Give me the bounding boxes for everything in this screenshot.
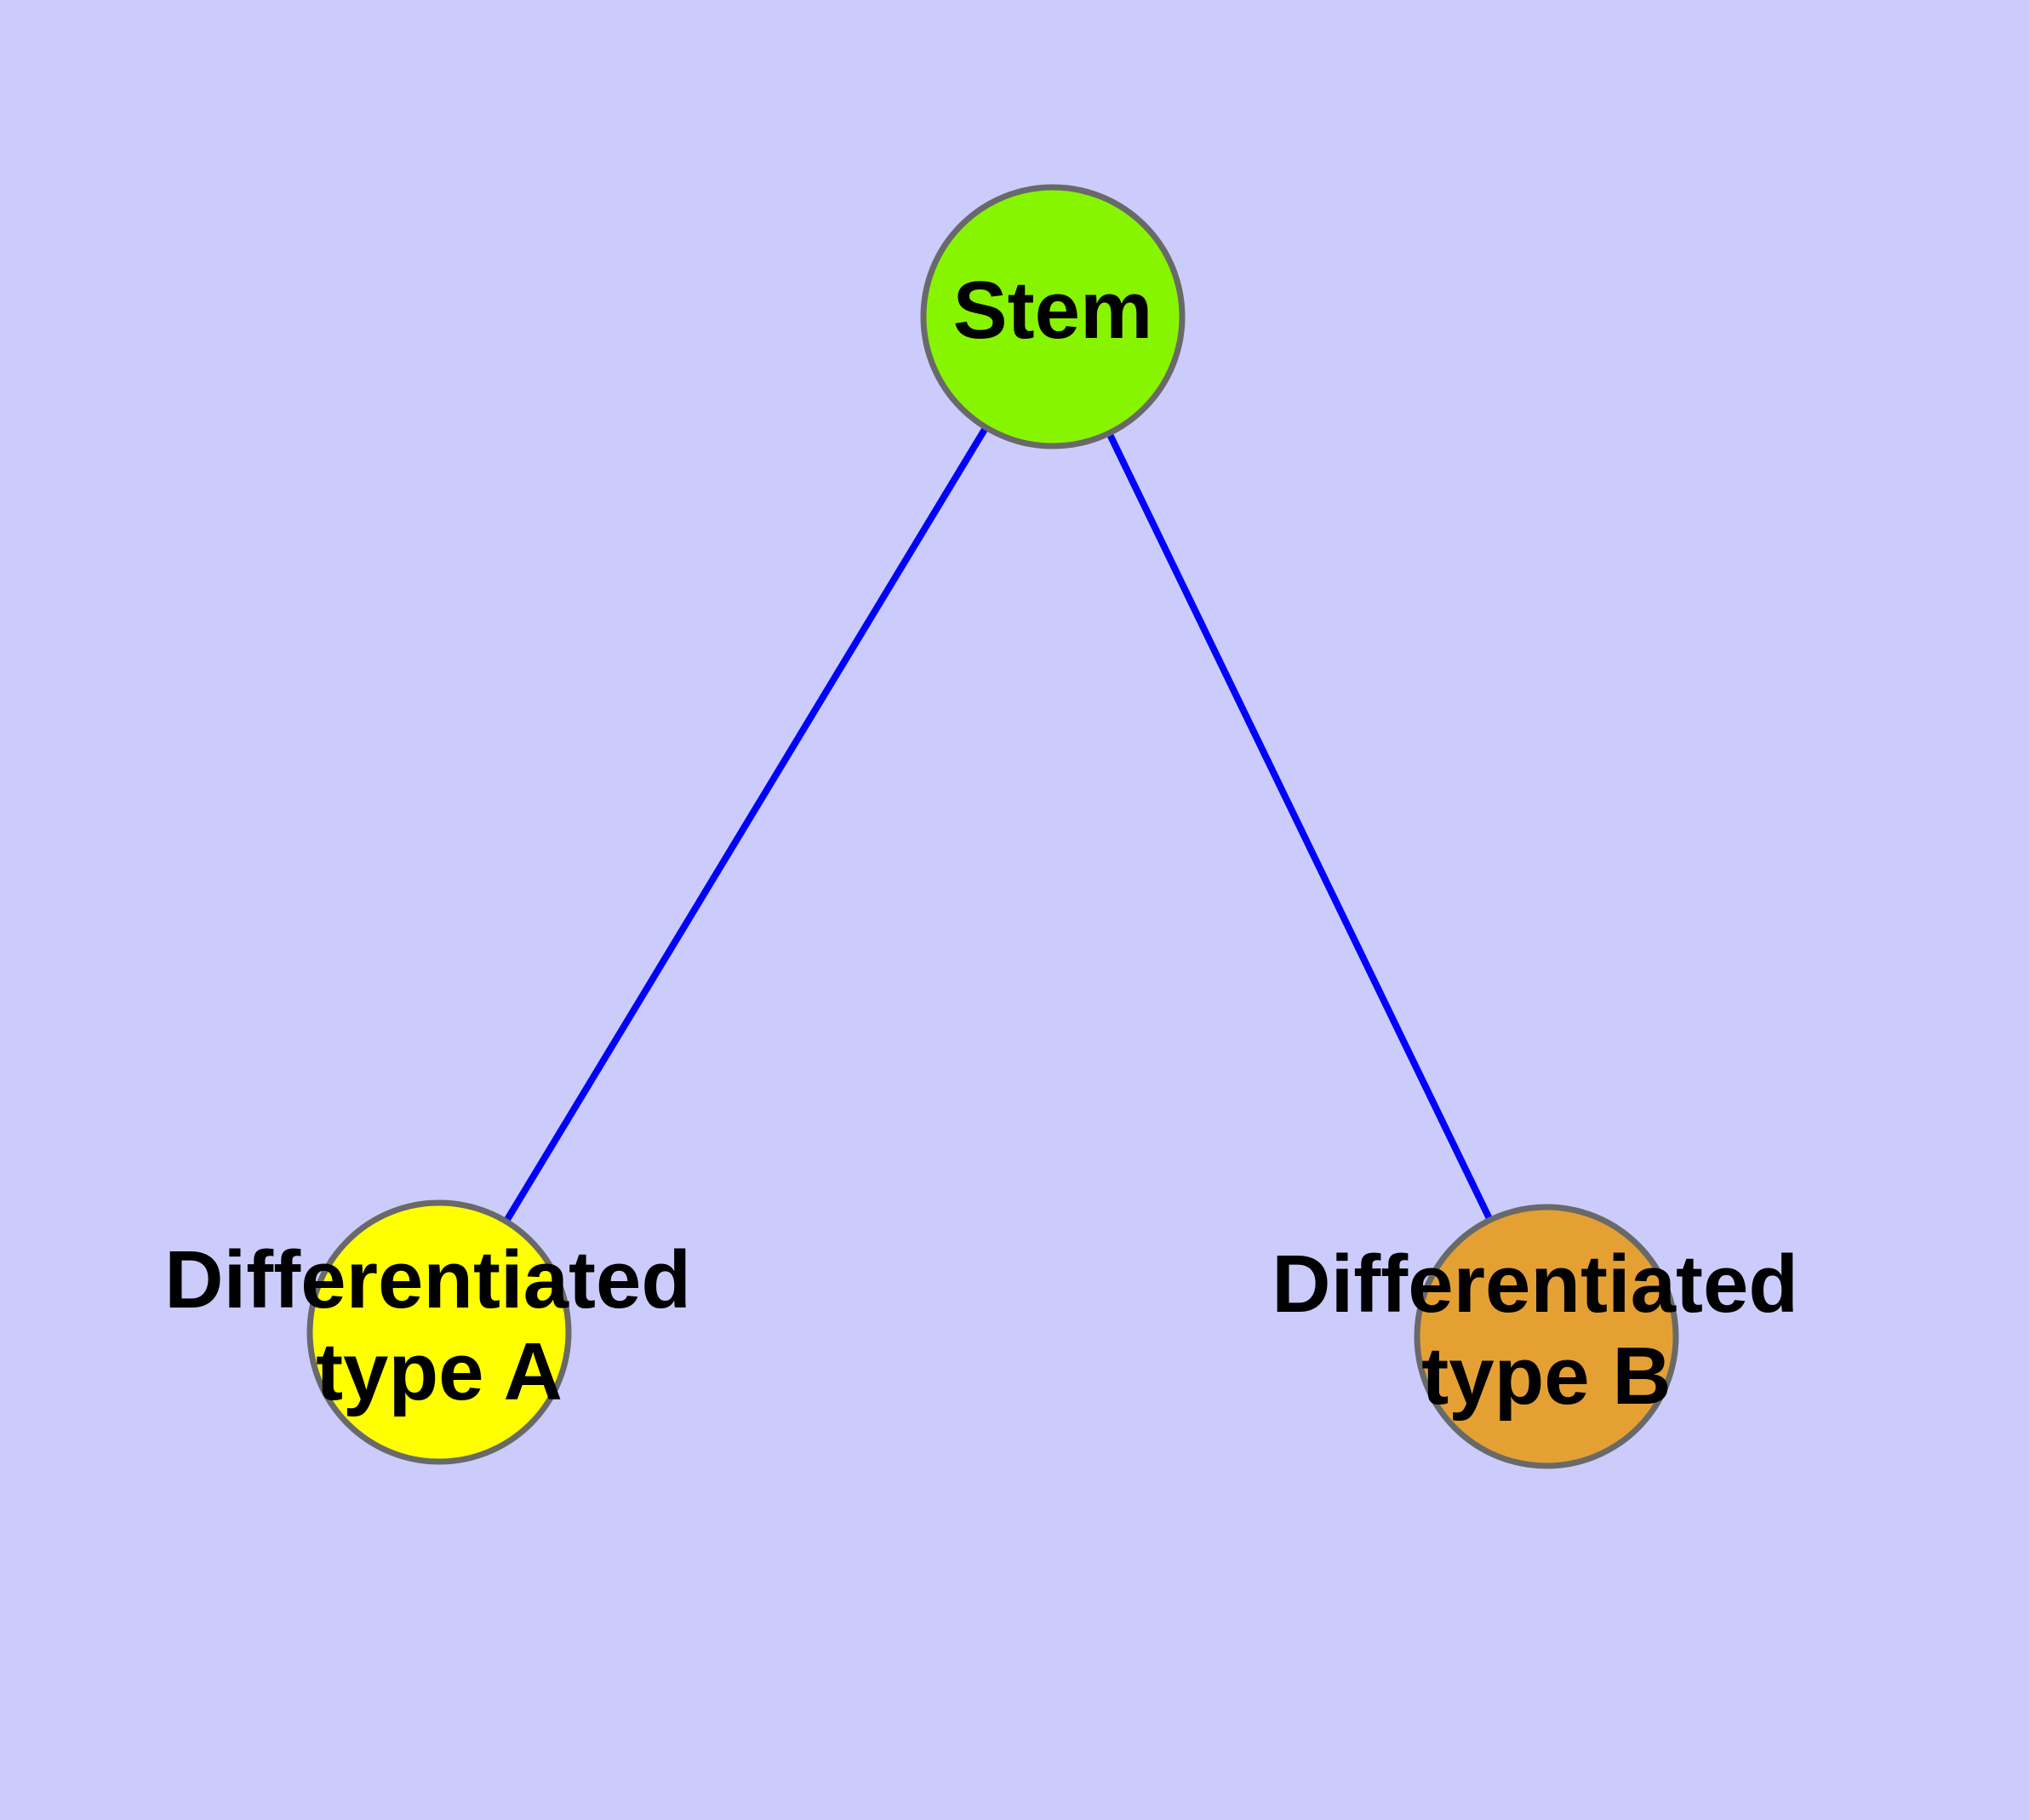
labels-group: Stem Differentiated type A Differentiate… <box>164 265 1820 1422</box>
node-label-differentiated-type-a: Differentiated type A <box>164 1235 713 1418</box>
node-label-differentiated-type-b: Differentiated type B <box>1272 1239 1820 1422</box>
node-label-stem: Stem <box>953 265 1153 356</box>
node-differentiated-type-b[interactable] <box>1414 1204 1679 1469</box>
node-stem[interactable] <box>920 184 1186 449</box>
node-label-differentiated-type-b-line1: Differentiated <box>1272 1239 1798 1331</box>
node-label-stem-line1: Stem <box>953 265 1153 356</box>
nodes-group <box>306 184 1679 1469</box>
node-label-differentiated-type-b-line2: type B <box>1421 1331 1671 1422</box>
edge-stem-to-differentiated-type-b[interactable] <box>1106 432 1494 1222</box>
edges-group <box>503 426 1494 1223</box>
node-differentiated-type-a[interactable] <box>306 1199 572 1465</box>
edge-stem-to-differentiated-type-a[interactable] <box>503 426 989 1223</box>
node-label-differentiated-type-a-line1: Differentiated <box>164 1235 691 1326</box>
node-label-differentiated-type-a-line2: type A <box>316 1326 563 1417</box>
